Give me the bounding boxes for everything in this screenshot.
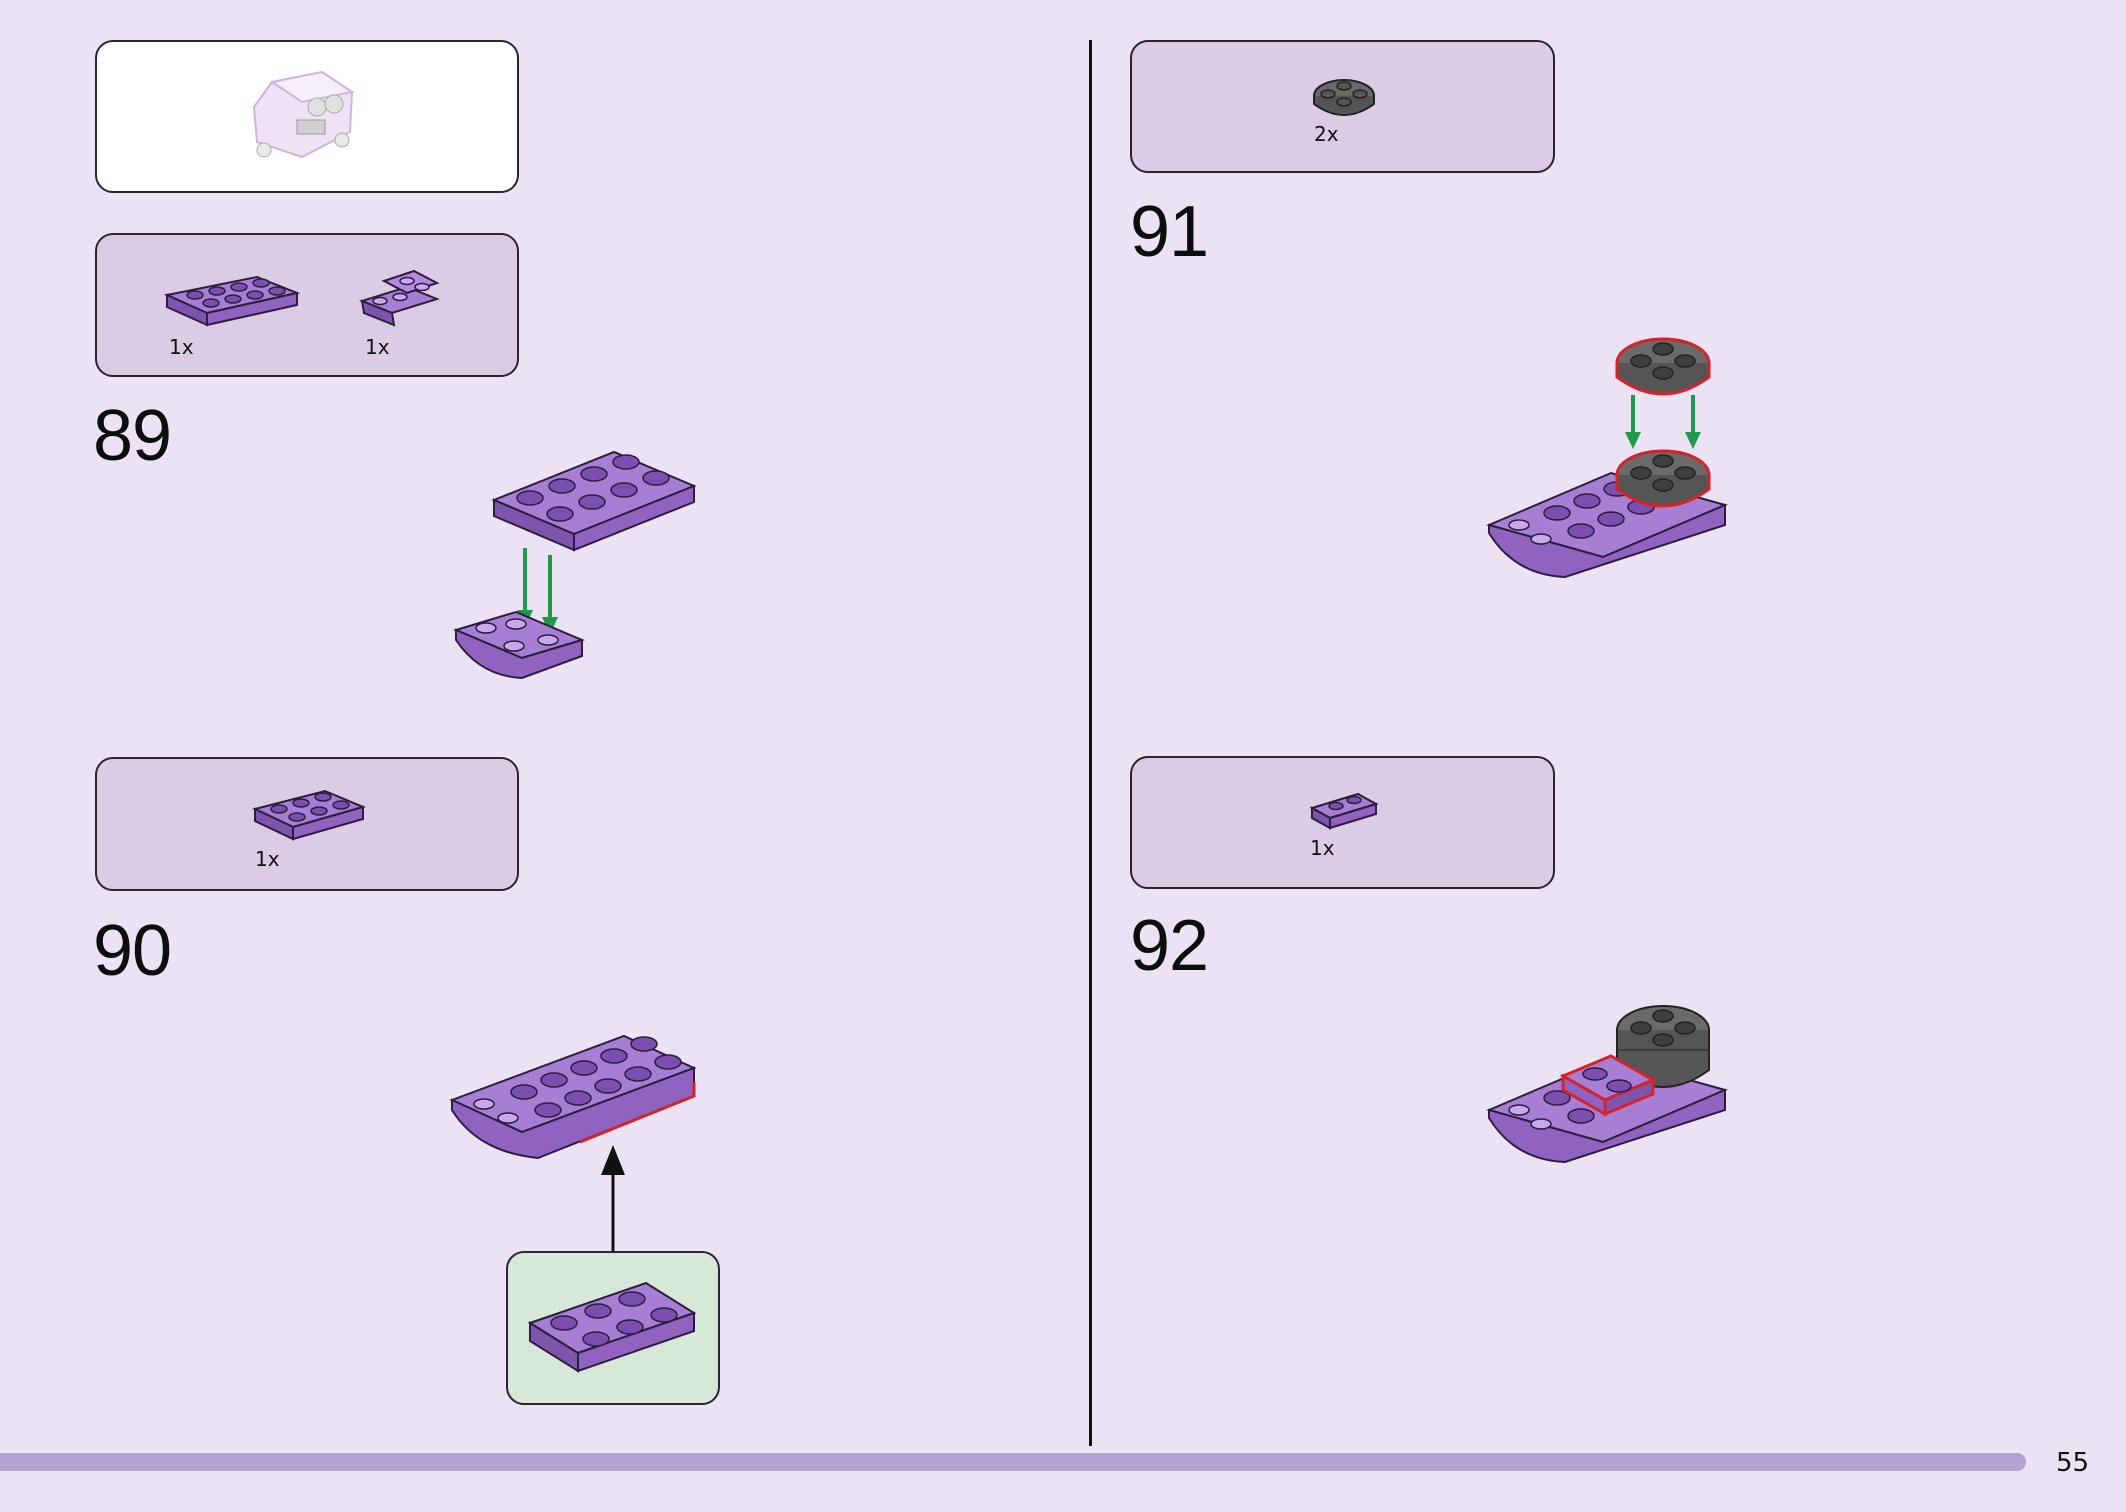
- model-preview-illustration: [252, 70, 355, 159]
- step-91-part-1-qty: 2x: [1314, 122, 1339, 146]
- step-92-illustration: [1485, 1005, 1729, 1164]
- purple-slope-curved-2x2-icon: [359, 269, 440, 327]
- page-divider: [1089, 40, 1092, 1446]
- purple-plate-2x3-icon: [252, 789, 367, 841]
- step-90-illustration: [449, 1034, 697, 1160]
- purple-plate-1x2-icon: [1309, 792, 1379, 830]
- page-footer-bar: [0, 1453, 2026, 1471]
- step-91-number: 91: [1130, 192, 1209, 272]
- step-92-number: 92: [1130, 906, 1209, 986]
- step-90-parts-panel: 1x: [95, 757, 519, 891]
- purple-plate-2x4-icon: [163, 275, 301, 327]
- step-89-parts-panel: 1x 1x: [95, 233, 519, 377]
- step-91-parts-panel: 2x: [1130, 40, 1555, 173]
- step-92-parts-panel: 1x: [1130, 756, 1555, 889]
- dark-gray-round-plate-icon: [1313, 79, 1375, 116]
- sub-build-plate-2x3-icon: [527, 1281, 697, 1373]
- step-90-sub-build-panel: [506, 1251, 720, 1405]
- step-91-illustration: [1485, 337, 1729, 579]
- step-89-number: 89: [93, 396, 172, 476]
- page-number: 55: [2056, 1448, 2090, 1478]
- step-89-part-1-qty: 1x: [169, 335, 194, 359]
- step-90-insert-arrow: [601, 1145, 625, 1253]
- step-92-part-1-qty: 1x: [1310, 836, 1335, 860]
- model-preview-panel: [95, 40, 519, 193]
- step-90-part-1-qty: 1x: [255, 847, 280, 871]
- step-89-part-2-qty: 1x: [365, 335, 390, 359]
- step-90-number: 90: [93, 911, 172, 991]
- step-89-illustration: [453, 450, 697, 680]
